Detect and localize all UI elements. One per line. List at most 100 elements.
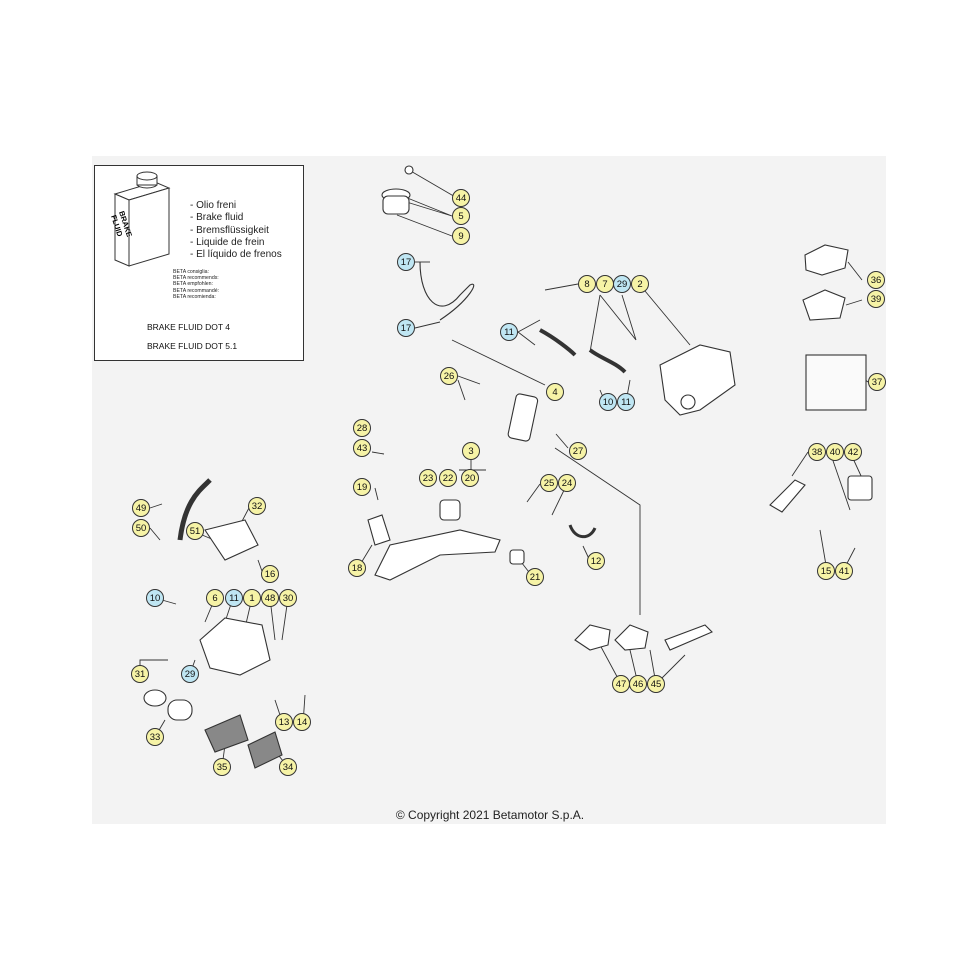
callout-circle [261, 565, 279, 583]
front-brake-hose [177, 478, 212, 541]
callout-label: 6 [212, 593, 217, 604]
brake-pad-rear [769, 479, 806, 513]
callout-circle [526, 568, 544, 586]
rear-caliper [659, 344, 736, 416]
fluid-language-list: - Olio freni - Brake fluid - Bremsflüssi… [190, 200, 282, 261]
callout-29: 29 [181, 665, 199, 683]
callout-35: 35 [213, 758, 231, 776]
callout-18: 18 [348, 559, 366, 577]
fluid-dot5: BRAKE FLUID DOT 5.1 [147, 341, 238, 351]
callout-label: 35 [217, 762, 228, 773]
callout-label: 44 [456, 193, 467, 204]
rear-master-cylinder [507, 393, 539, 442]
callout-circle [617, 393, 635, 411]
callout-33: 33 [146, 728, 164, 746]
callout-10: 10 [599, 393, 617, 411]
callout-label: 18 [352, 563, 363, 574]
callout-circle [132, 499, 150, 517]
lang-es: - El líquido de frenos [190, 249, 282, 261]
callout-label: 11 [621, 397, 631, 408]
piston-seal [143, 689, 167, 707]
callout-20: 20 [461, 469, 479, 487]
brake-parts [143, 165, 873, 769]
callout-11: 11 [500, 323, 518, 341]
callout-label: 21 [530, 572, 541, 583]
pedal-tip [367, 514, 391, 546]
callout-47: 47 [612, 675, 630, 693]
callout-label: 32 [252, 501, 263, 512]
brake-hose [539, 328, 577, 357]
callout-circle [348, 559, 366, 577]
callout-label: 10 [150, 593, 161, 604]
callout-28: 28 [353, 419, 371, 437]
beta-line: BETA recomienda: [173, 293, 216, 300]
callout-circle [261, 589, 279, 607]
pedal-pivot [509, 549, 525, 565]
callout-46: 46 [629, 675, 647, 693]
callout-circle [587, 552, 605, 570]
callout-label: 12 [591, 556, 602, 567]
callout-1: 1 [243, 589, 261, 607]
callout-38: 38 [808, 443, 826, 461]
callout-24: 24 [558, 474, 576, 492]
callout-label: 26 [444, 371, 455, 382]
callout-circle [867, 290, 885, 308]
brake-pedal [374, 529, 501, 581]
beta-line: BETA empfohlen: [173, 281, 213, 288]
callout-12: 12 [587, 552, 605, 570]
callout-45: 45 [647, 675, 665, 693]
callout-39: 39 [867, 290, 885, 308]
callout-label: 13 [279, 717, 290, 728]
callout-circle [146, 728, 164, 746]
callout-label: 46 [633, 679, 644, 690]
callout-circle [132, 519, 150, 537]
callout-circle [353, 419, 371, 437]
callout-label: 30 [283, 593, 294, 604]
callout-32: 32 [248, 497, 266, 515]
brake-fluid-bottle-icon: BRAKE FLUID [109, 171, 171, 267]
callout-circle [248, 497, 266, 515]
callout-label: 29 [185, 669, 196, 680]
lang-de: - Bremsflüssigkeit [190, 224, 269, 236]
caliper-bracket-hole [680, 394, 696, 410]
callout-circle [225, 589, 243, 607]
callout-30: 30 [279, 589, 297, 607]
callout-circle [868, 373, 886, 391]
callout-label: 10 [603, 397, 614, 408]
callout-14: 14 [293, 713, 311, 731]
pad-set-a [574, 624, 611, 651]
callout-circle [452, 189, 470, 207]
callout-circle [629, 675, 647, 693]
callout-circle [808, 443, 826, 461]
callout-9: 9 [452, 227, 470, 245]
callout-circle [146, 589, 164, 607]
callout-label: 50 [136, 523, 147, 534]
callout-16: 16 [261, 565, 279, 583]
callout-10: 10 [146, 589, 164, 607]
fluid-reservoir [382, 195, 410, 215]
callout-circle [599, 393, 617, 411]
callout-label: 23 [423, 473, 434, 484]
callout-8: 8 [578, 275, 596, 293]
copyright-notice: © Copyright 2021 Betamotor S.p.A. [395, 808, 585, 822]
callout-circle [500, 323, 518, 341]
callout-circle [181, 665, 199, 683]
callout-circle [631, 275, 649, 293]
callout-circle [353, 439, 371, 457]
callout-circle [613, 275, 631, 293]
callout-circle [397, 319, 415, 337]
pad-set-b [614, 624, 649, 651]
callout-circle [835, 562, 853, 580]
callout-label: 11 [229, 593, 239, 604]
fluid-dot4: BRAKE FLUID DOT 4 [147, 322, 230, 332]
callout-27: 27 [569, 442, 587, 460]
callout-circle [452, 207, 470, 225]
front-piston [167, 699, 193, 721]
caliper-cover [804, 244, 849, 276]
callout-29: 29 [613, 275, 631, 293]
callout-label: 22 [443, 473, 454, 484]
callout-circle [279, 589, 297, 607]
callout-label: 20 [465, 473, 476, 484]
callout-circle [540, 474, 558, 492]
